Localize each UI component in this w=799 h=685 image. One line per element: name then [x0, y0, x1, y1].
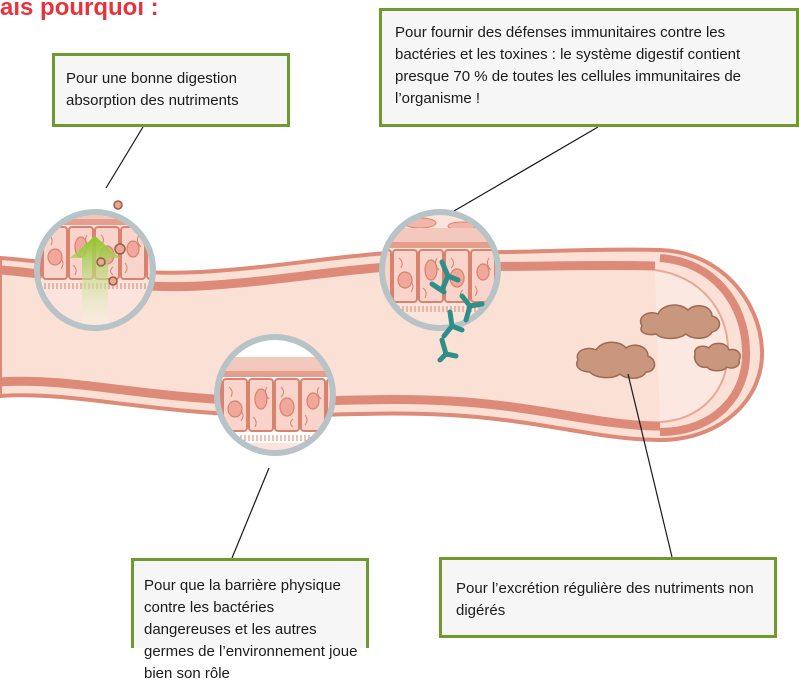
callout-digestion: Pour une bonne digestion absorption des …: [52, 53, 290, 127]
callout-physical-barrier: Pour que la barrière physique contre les…: [131, 558, 369, 648]
callout-excretion: Pour l’excrétion régulière des nutriment…: [439, 557, 777, 638]
callout-immune-defense: Pour fournir des défenses immunitaires c…: [379, 8, 799, 127]
